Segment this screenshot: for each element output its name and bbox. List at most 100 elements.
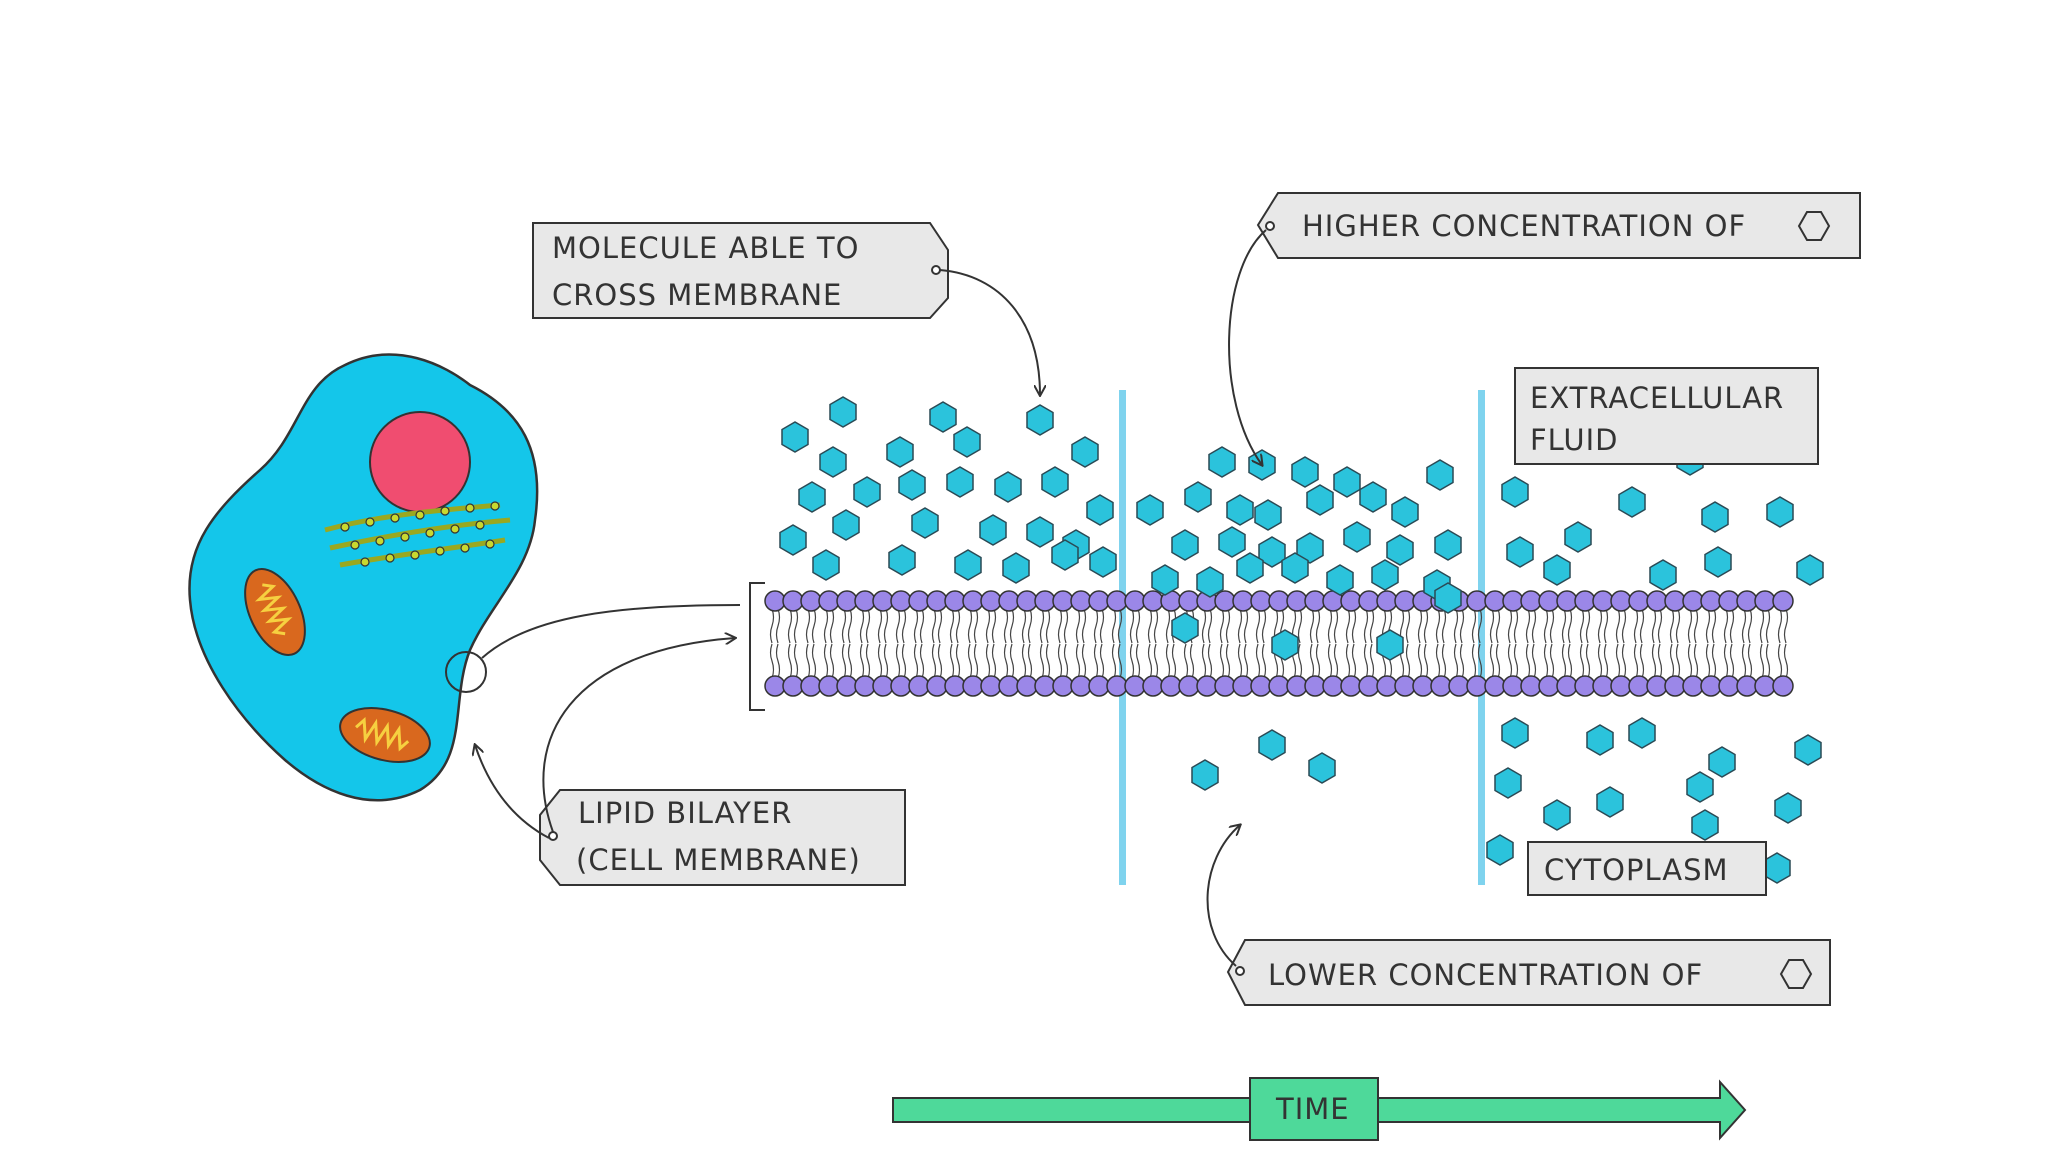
hexagon-outline-icon xyxy=(1797,211,1831,241)
label-cytoplasm: CYTOPLASM xyxy=(1527,841,1767,896)
molecule xyxy=(898,469,926,501)
phospholipid-tail xyxy=(1723,608,1729,644)
phospholipid-head xyxy=(1754,590,1776,612)
phospholipid-tail xyxy=(1207,608,1213,644)
phospholipid-tail xyxy=(1009,608,1015,644)
phospholipid-tail xyxy=(1615,643,1621,679)
endoplasmic-reticulum xyxy=(324,501,511,568)
phospholipid-tail xyxy=(1657,608,1663,644)
phospholipid-tail xyxy=(1489,643,1495,679)
phospholipid-head xyxy=(1016,675,1038,697)
phospholipid-tail xyxy=(1153,608,1159,644)
membrane-zoom-circle xyxy=(445,651,487,693)
phospholipid-tail xyxy=(1471,643,1477,679)
molecule xyxy=(1386,534,1414,566)
phospholipid-tail xyxy=(1405,608,1411,644)
phospholipid-tail xyxy=(1117,608,1123,644)
molecule xyxy=(1258,536,1286,568)
label-molecule-line2: CROSS MEMBRANE xyxy=(552,278,842,312)
molecule xyxy=(994,471,1022,503)
phospholipid-tail xyxy=(829,643,835,679)
divider-1 xyxy=(1119,390,1126,885)
phospholipid-tail xyxy=(859,608,865,644)
phospholipid-head xyxy=(1466,590,1488,612)
phospholipid-head xyxy=(836,675,858,697)
molecule xyxy=(1281,552,1309,584)
phospholipid-tail xyxy=(1669,643,1675,679)
molecule xyxy=(1041,466,1069,498)
phospholipid-tail xyxy=(1345,608,1351,644)
phospholipid-tail xyxy=(1081,608,1087,644)
molecule xyxy=(946,466,974,498)
phospholipid-head xyxy=(872,675,894,697)
phospholipid-tail xyxy=(1243,608,1249,644)
phospholipid-tail xyxy=(1183,643,1189,679)
phospholipid-tail xyxy=(1129,643,1135,679)
phospholipid-tail xyxy=(1687,643,1693,679)
phospholipid-tail xyxy=(1345,643,1351,679)
phospholipid-head xyxy=(1520,590,1542,612)
phospholipid-tail xyxy=(919,643,925,679)
molecule xyxy=(1391,496,1419,528)
phospholipid-head xyxy=(1160,675,1182,697)
arrow-higher xyxy=(1228,229,1267,465)
phospholipid-tail xyxy=(1435,643,1441,679)
phospholipid-tail xyxy=(775,643,781,679)
phospholipid-tail xyxy=(1309,608,1315,644)
phospholipid-tail xyxy=(1093,643,1099,679)
phospholipid-head xyxy=(1412,675,1434,697)
molecule xyxy=(819,446,847,478)
phospholipid-tail xyxy=(1495,643,1501,679)
phospholipid-tail xyxy=(1711,608,1717,644)
phospholipid-head xyxy=(998,590,1020,612)
phospholipid-tail xyxy=(1021,608,1027,644)
phospholipid-head xyxy=(836,590,858,612)
phospholipid-tail xyxy=(1405,643,1411,679)
molecule xyxy=(1494,767,1522,799)
phospholipid-head xyxy=(1592,675,1614,697)
phospholipid-tail xyxy=(1111,643,1117,679)
phospholipid-head xyxy=(1070,590,1092,612)
nucleus xyxy=(369,411,471,513)
molecule xyxy=(1501,717,1529,749)
phospholipid-tails xyxy=(769,608,1789,679)
phospholipid-tail xyxy=(1543,643,1549,679)
phospholipid-head xyxy=(1052,675,1074,697)
molecule xyxy=(832,509,860,541)
phospholipid-tail xyxy=(1039,643,1045,679)
molecule xyxy=(1543,799,1571,831)
phospholipid-head xyxy=(1052,590,1074,612)
phospholipid-tail xyxy=(1765,643,1771,679)
phospholipid-tail xyxy=(1453,643,1459,679)
molecule xyxy=(1649,559,1677,591)
phospholipid-tail xyxy=(1693,608,1699,644)
molecule xyxy=(829,396,857,428)
phospholipid-head xyxy=(1304,590,1326,612)
phospholipid-tail xyxy=(1315,643,1321,679)
phospholipid-tail xyxy=(1075,643,1081,679)
molecule xyxy=(1359,481,1387,513)
phospholipid-tail xyxy=(1009,643,1015,679)
phospholipid-tail xyxy=(1585,643,1591,679)
phospholipid-head xyxy=(1538,590,1560,612)
phospholipid-head xyxy=(1718,675,1740,697)
phospholipid-head xyxy=(1574,590,1596,612)
phospholipid-tail xyxy=(1099,608,1105,644)
phospholipid-tail xyxy=(1693,643,1699,679)
molecule xyxy=(1501,476,1529,508)
molecule xyxy=(1686,771,1714,803)
phospholipid-head xyxy=(1088,590,1110,612)
label-extracellular-line2: FLUID xyxy=(1530,423,1619,457)
molecule xyxy=(1196,566,1224,598)
phospholipid-tail xyxy=(811,608,817,644)
molecule xyxy=(929,401,957,433)
phospholipid-head xyxy=(1520,675,1542,697)
phospholipid-tail xyxy=(985,643,991,679)
molecule xyxy=(1586,724,1614,756)
phospholipid-tail xyxy=(877,643,883,679)
phospholipid-tail xyxy=(967,608,973,644)
phospholipid-head xyxy=(1700,675,1722,697)
phospholipid-tail xyxy=(967,643,973,679)
phospholipid-head xyxy=(1484,675,1506,697)
